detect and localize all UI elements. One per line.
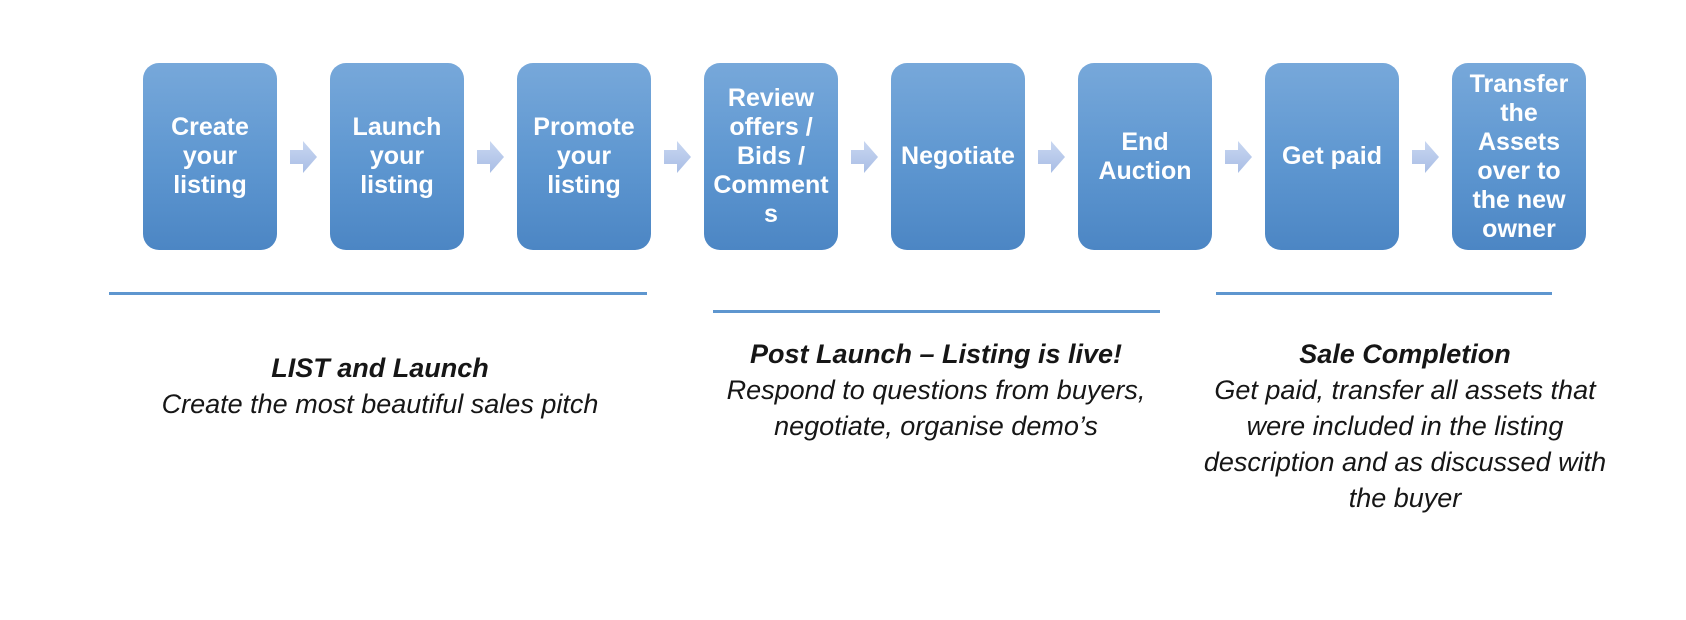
phase-caption-post-launch: Post Launch – Listing is live! Respond t… <box>676 336 1196 444</box>
arrow-right-icon <box>1412 140 1439 173</box>
arrow-slot <box>1399 63 1452 250</box>
step-label: Get paid <box>1281 142 1382 170</box>
phase-title: Post Launch – Listing is live! <box>749 339 1123 369</box>
step-label: End Auction <box>1098 127 1192 185</box>
step-label: Negotiate <box>901 142 1015 170</box>
step-box-promote-your-listing: Promote your listing <box>517 63 651 250</box>
step-label: Create your listing <box>171 113 249 199</box>
phase-description: Create the most beautiful sales pitch <box>161 389 599 419</box>
step-box-create-your-listing: Create your listing <box>143 63 277 250</box>
arrow-right-icon <box>664 140 691 173</box>
step-label: Launch your listing <box>352 113 442 199</box>
arrow-slot <box>464 63 517 250</box>
phase-underline-list-and-launch <box>109 292 647 295</box>
step-label: Transfer the Assets over to the new owne… <box>1469 69 1569 243</box>
process-steps-row: Create your listing Launch your listing … <box>143 63 1586 250</box>
step-box-launch-your-listing: Launch your listing <box>330 63 464 250</box>
phase-title: LIST and Launch <box>271 353 489 383</box>
phase-title: Sale Completion <box>1299 339 1511 369</box>
step-box-end-auction: End Auction <box>1078 63 1212 250</box>
step-box-negotiate: Negotiate <box>891 63 1025 250</box>
arrow-right-icon <box>290 140 317 173</box>
arrow-slot <box>277 63 330 250</box>
phase-caption-list-and-launch: LIST and Launch Create the most beautifu… <box>100 350 660 422</box>
arrow-slot <box>1212 63 1265 250</box>
step-label: Promote your listing <box>533 113 635 199</box>
phase-description: Get paid, transfer all assets that were … <box>1203 375 1607 513</box>
phase-description: Respond to questions from buyers, negoti… <box>726 375 1146 441</box>
arrow-slot <box>1025 63 1078 250</box>
arrow-right-icon <box>477 140 504 173</box>
step-box-transfer-assets: Transfer the Assets over to the new owne… <box>1452 63 1586 250</box>
phase-caption-sale-completion: Sale Completion Get paid, transfer all a… <box>1190 336 1620 516</box>
phase-underline-sale-completion <box>1216 292 1552 295</box>
arrow-right-icon <box>1038 140 1065 173</box>
step-label: Review offers / Bids / Comment s <box>713 84 829 228</box>
arrow-right-icon <box>1225 140 1252 173</box>
arrow-slot <box>651 63 704 250</box>
phase-underline-post-launch <box>713 310 1160 313</box>
step-box-review-offers-bids-comments: Review offers / Bids / Comment s <box>704 63 838 250</box>
arrow-right-icon <box>851 140 878 173</box>
arrow-slot <box>838 63 891 250</box>
step-box-get-paid: Get paid <box>1265 63 1399 250</box>
